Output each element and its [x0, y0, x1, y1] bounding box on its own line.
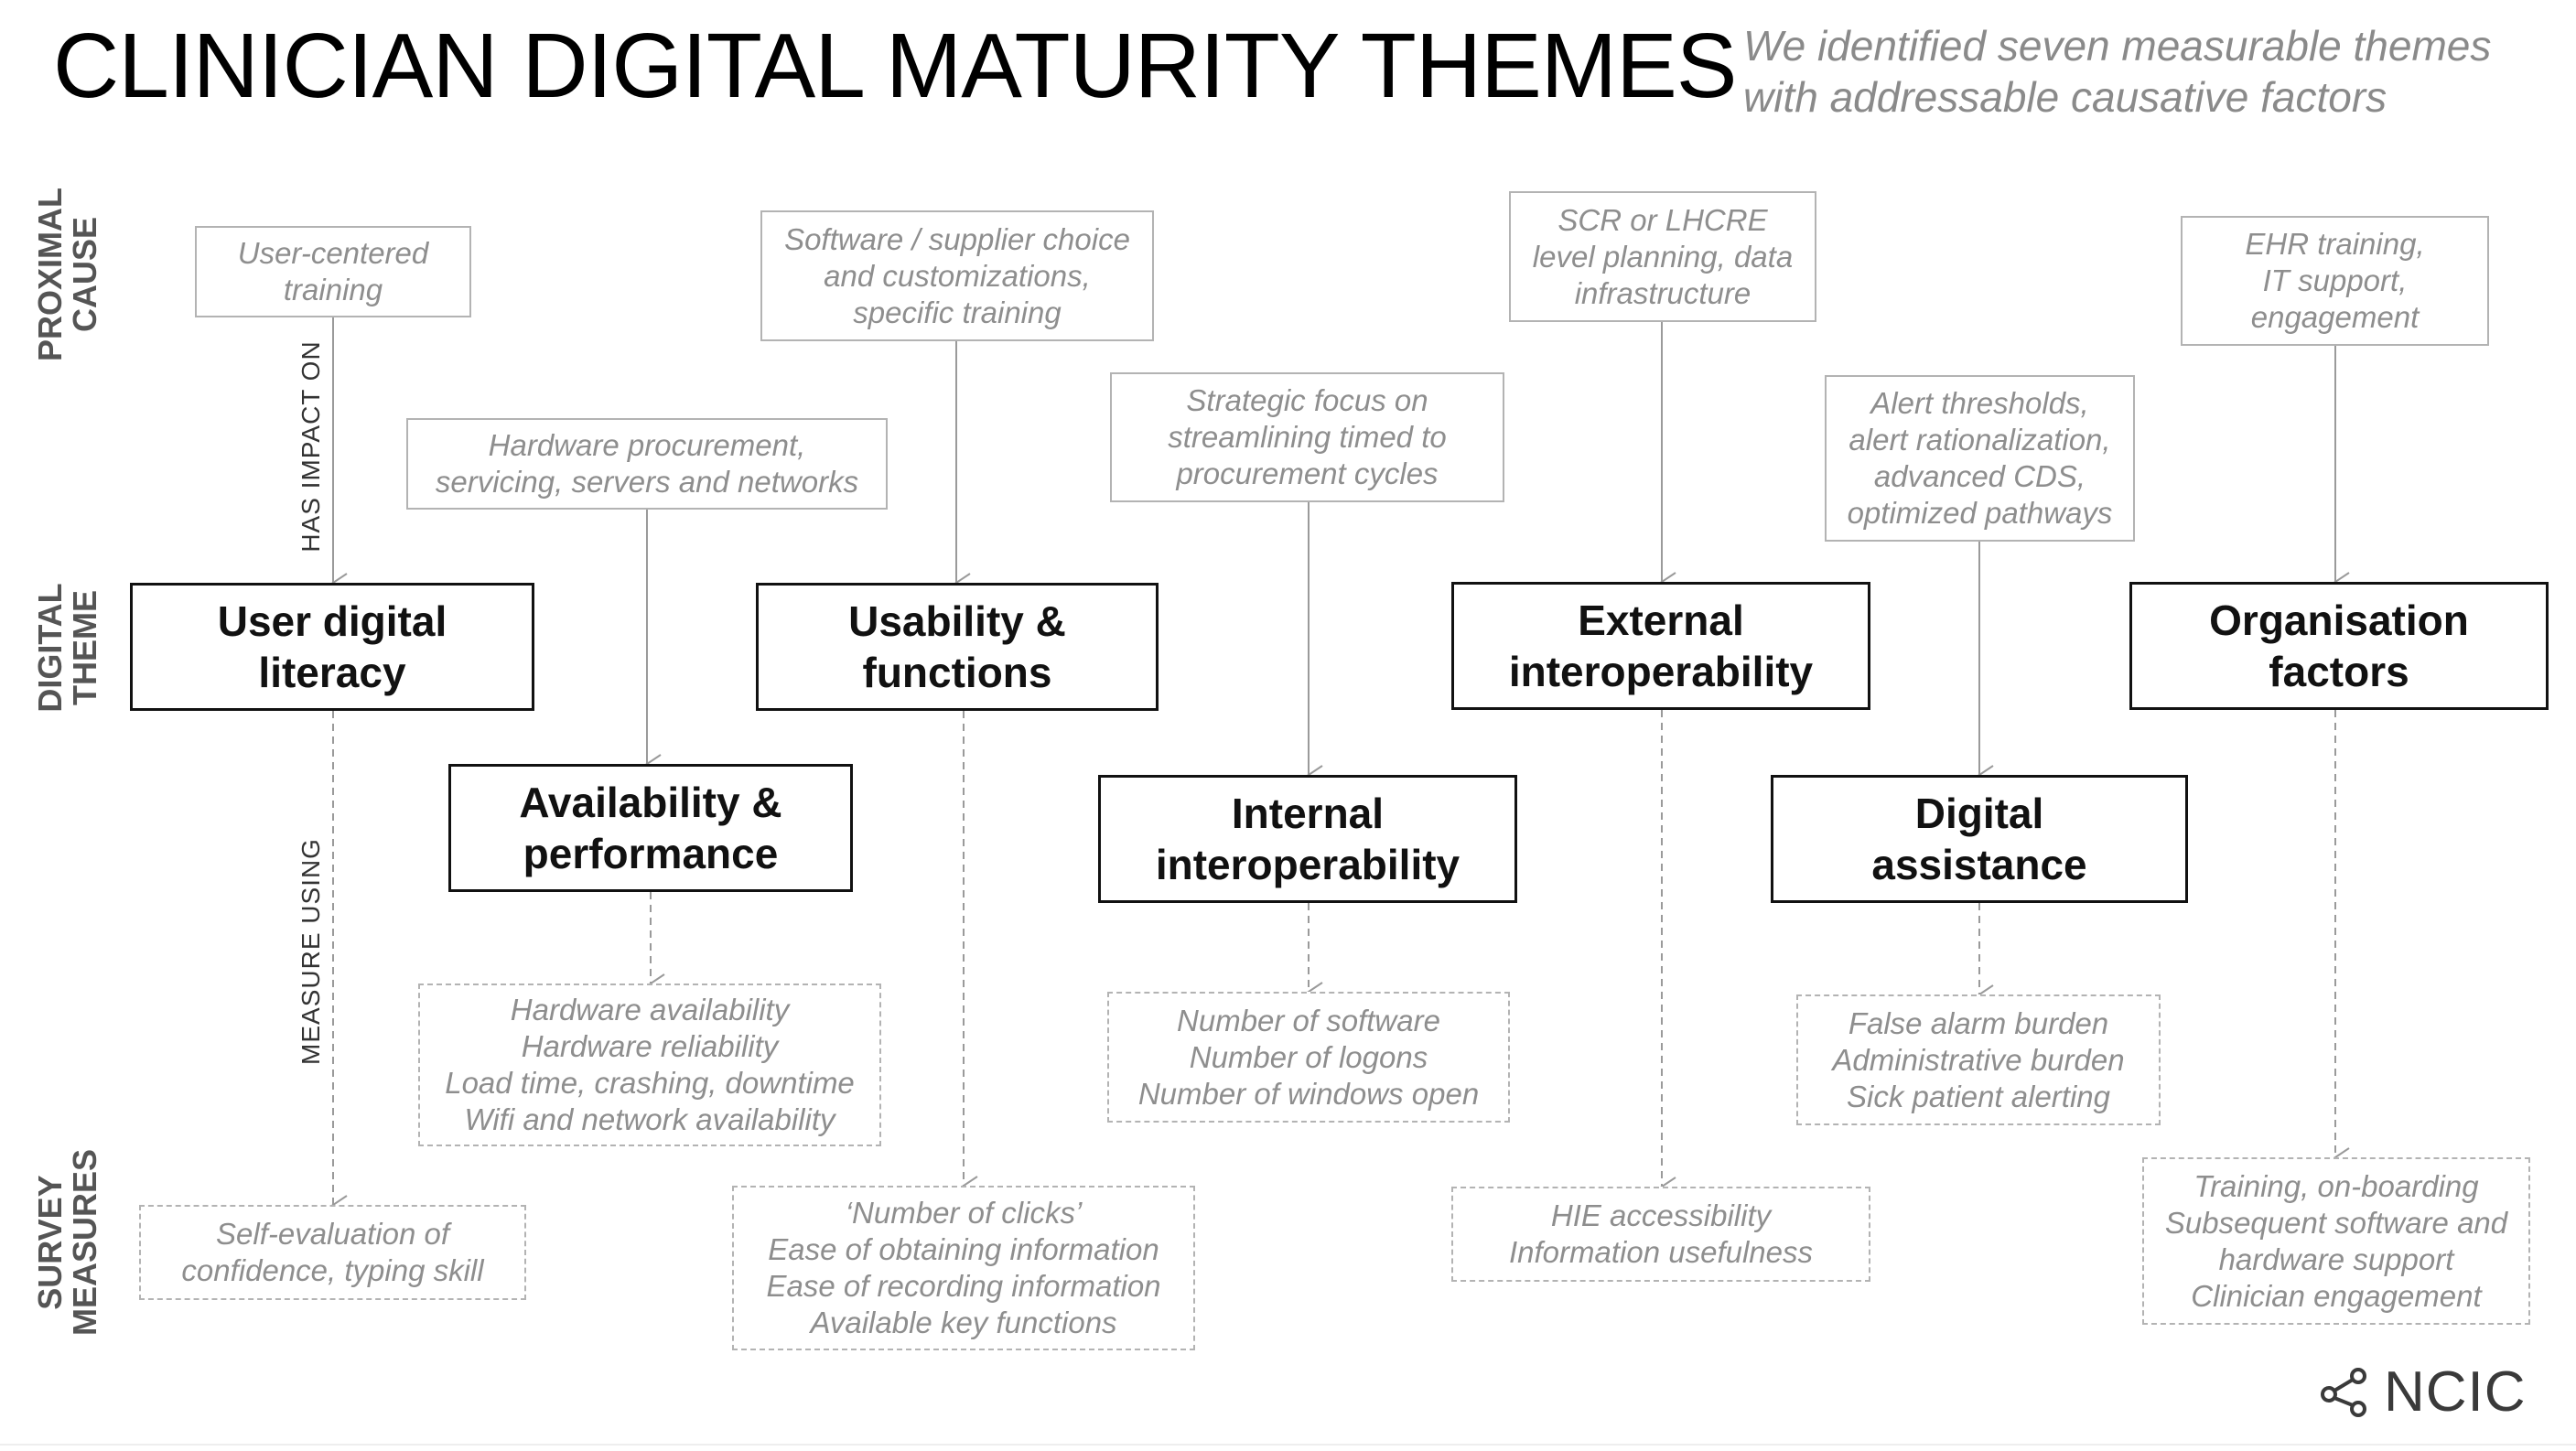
cause-box-user-digital-literacy: User-centered training: [195, 226, 471, 317]
cause-box-organisation-factors: EHR training, IT support, engagement: [2181, 216, 2489, 346]
theme-box-availability-performance: Availability & performance: [448, 764, 853, 892]
measure-box-organisation-factors: Training, on-boarding Subsequent softwar…: [2142, 1157, 2530, 1325]
measure-box-internal-interoperability: Number of software Number of logons Numb…: [1107, 992, 1510, 1123]
page-subtitle: We identified seven measurable themes wi…: [1743, 22, 2492, 121]
cause-box-digital-assistance: Alert thresholds, alert rationalization,…: [1825, 375, 2135, 542]
theme-box-digital-assistance: Digital assistance: [1771, 775, 2188, 903]
theme-box-user-digital-literacy: User digital literacy: [130, 583, 534, 711]
page-title: CLINICIAN DIGITAL MATURITY THEMES: [53, 15, 1737, 117]
has-impact-on-label: HAS IMPACT ON: [296, 340, 325, 553]
cause-box-availability-performance: Hardware procurement, servicing, servers…: [406, 418, 888, 510]
theme-box-usability-functions: Usability & functions: [756, 583, 1159, 711]
theme-box-internal-interoperability: Internal interoperability: [1098, 775, 1517, 903]
share-icon: [2321, 1367, 2366, 1417]
measure-box-availability-performance: Hardware availability Hardware reliabili…: [418, 983, 881, 1146]
footer-divider: [0, 1444, 2576, 1446]
logo-text: NCIC: [2384, 1360, 2527, 1424]
cause-box-internal-interoperability: Strategic focus on streamlining timed to…: [1110, 372, 1504, 502]
cause-box-external-interoperability: SCR or LHCRE level planning, data infras…: [1509, 191, 1816, 322]
measure-box-user-digital-literacy: Self-evaluation of confidence, typing sk…: [139, 1205, 526, 1300]
ncic-logo: NCIC: [2320, 1360, 2527, 1424]
measure-using-label: MEASURE USING: [296, 838, 325, 1065]
measure-box-external-interoperability: HIE accessibility Information usefulness: [1451, 1187, 1870, 1282]
row-label-digital-theme: DIGITAL THEME: [31, 583, 103, 713]
row-label-proximal-cause: PROXIMAL CAUSE: [31, 187, 103, 362]
measure-box-usability-functions: ‘Number of clicks’ Ease of obtaining inf…: [732, 1186, 1195, 1350]
measure-box-digital-assistance: False alarm burden Administrative burden…: [1796, 994, 2161, 1125]
row-label-survey-measures: SURVEY MEASURES: [31, 1148, 103, 1337]
theme-box-external-interoperability: External interoperability: [1451, 582, 1870, 710]
theme-box-organisation-factors: Organisation factors: [2129, 582, 2549, 710]
cause-box-usability-functions: Software / supplier choice and customiza…: [760, 210, 1154, 341]
